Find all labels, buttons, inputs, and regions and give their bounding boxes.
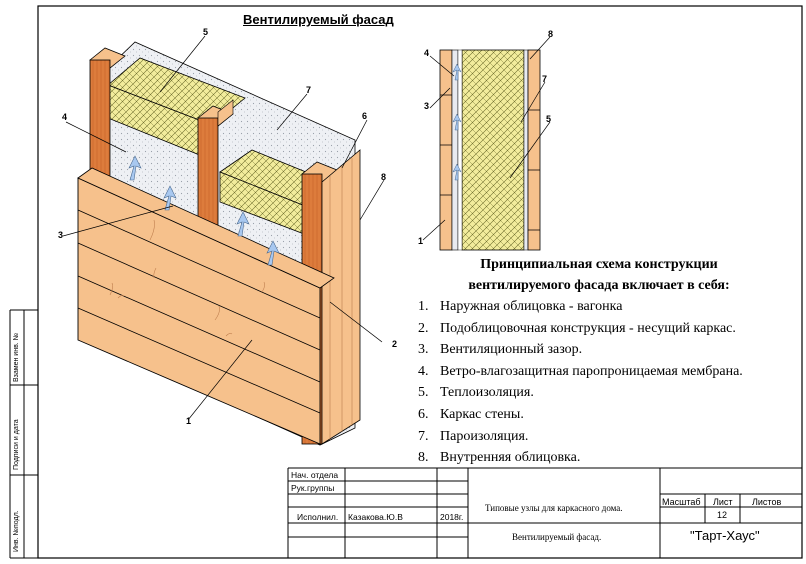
isometric-wall	[77, 41, 361, 446]
legend-item: 2.Подоблицовочная конструкция - несущий …	[418, 320, 736, 336]
legend-item: 1.Наружная облицовка - вагонка	[418, 299, 623, 314]
callout-6: 6	[362, 111, 368, 121]
section-callout-4: 4	[424, 48, 430, 58]
side-label-replace-inv: Взамен инв. №	[13, 332, 20, 382]
wall-section	[439, 49, 541, 251]
doc-title: Типовые узлы для каркасного дома.	[485, 503, 623, 513]
sheet-title: Вентилируемый фасад.	[512, 532, 602, 542]
sheets-label: Листов	[752, 497, 782, 507]
section-callout-8: 8	[548, 29, 554, 39]
callout-8: 8	[381, 172, 387, 182]
executor-name: Казакова.Ю.В	[348, 512, 403, 522]
head-dept-label: Нач. отдела	[291, 470, 339, 480]
legend-item: 6.Каркас стены.	[418, 406, 524, 422]
legend-item: 7.Пароизоляция.	[418, 428, 529, 444]
callout-5: 5	[203, 27, 209, 37]
executor-label: Исполнил.	[297, 512, 339, 522]
side-label-inv-orig: Инв. №подл.	[13, 510, 20, 552]
section-callout-5: 5	[546, 114, 552, 124]
legend-item: 3.Вентиляционный зазор.	[418, 342, 583, 358]
group-head-label: Рук.группы	[291, 483, 335, 493]
company-name: "Тарт-Хаус"	[690, 528, 760, 543]
callout-7: 7	[306, 85, 312, 95]
section-callout-7: 7	[542, 74, 548, 84]
legend-heading: Принципиальная схема конструкции вентили…	[420, 254, 778, 296]
section-callout-1: 1	[418, 236, 424, 246]
callout-1: 1	[186, 416, 192, 426]
drawing-title: Вентилируемый фасад	[243, 12, 394, 27]
legend-item: 5.Теплоизоляция.	[418, 385, 534, 401]
section-callout-3: 3	[424, 101, 430, 111]
callout-4: 4	[62, 112, 68, 122]
side-label-sign-date: Подписи и дата	[13, 419, 20, 470]
legend-heading-line2: вентилируемого фасада включает в себя:	[468, 278, 730, 293]
legend-heading-line1: Принципиальная схема конструкции	[480, 257, 718, 272]
sheet-label: Лист	[713, 497, 733, 507]
scale-label: Масштаб	[662, 497, 701, 507]
legend-list: 1.Наружная облицовка - вагонка 2.Подобли…	[418, 296, 743, 469]
sheet-number: 12	[717, 510, 728, 520]
callout-3: 3	[58, 230, 64, 240]
year: 2018г.	[440, 512, 464, 522]
title-block-grid	[287, 467, 802, 558]
callout-2: 2	[392, 339, 398, 349]
legend-item: 8.Внутренняя облицовка.	[418, 450, 581, 466]
legend-item: 4.Ветро-влагозащитная паропроницаемая ме…	[418, 363, 743, 379]
